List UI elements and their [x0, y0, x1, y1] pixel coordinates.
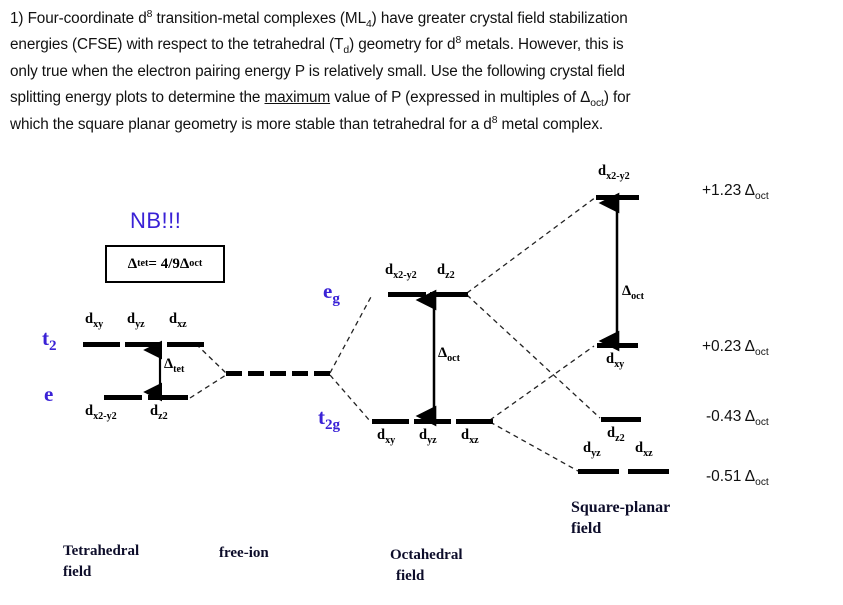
orbital-label-sp-dxy: dxy: [606, 351, 625, 370]
level-sp-dz2: [601, 417, 641, 422]
level-tet-t2-dxz: [167, 342, 204, 347]
delta-oct-label: Δoct: [437, 345, 462, 364]
orbital-label-tet-dxz: dxz: [169, 311, 187, 330]
orbital-label-sp-dx2y2: dx2-y2: [598, 163, 630, 182]
energy-annotation-dyz-dxz: -0.51 Δoct: [706, 468, 769, 489]
caption-free-ion: free-ion: [219, 545, 269, 561]
question-text: 1) Four-coordinate d8 transition-metal c…: [10, 6, 835, 138]
question-line-5: which the square planar geometry is more…: [10, 114, 604, 133]
level-oct-eg-dx2y2: [388, 292, 426, 297]
energy-annotation-dxy: +0.23 Δoct: [702, 338, 769, 359]
energy-annotation-dx2y2: +1.23 Δoct: [702, 182, 769, 203]
level-tet-t2-dyz: [125, 342, 162, 347]
level-sp-dxy: [597, 343, 638, 348]
question-line-2: energies (CFSE) with respect to the tetr…: [10, 35, 624, 57]
caption-tetrahedral-field: Tetrahedral field: [63, 543, 140, 580]
level-sp-dxz: [628, 469, 669, 474]
orbital-label-sp-dz2: dz2: [607, 425, 625, 444]
orbital-label-tet-dx2y2: dx2-y2: [85, 403, 117, 422]
nb-callout-label: NB!!!: [130, 208, 182, 233]
level-free-ion: [226, 371, 330, 376]
maximum-emphasis: maximum: [264, 89, 331, 107]
term-label-e: e: [44, 382, 54, 406]
delta-tet-label: Δtet: [163, 356, 186, 375]
level-oct-t2g-dxy: [372, 419, 409, 424]
orbital-label-tet-dz2: dz2: [150, 403, 168, 422]
question-line-4: splitting energy plots to determine the …: [10, 89, 631, 110]
level-sp-dx2y2: [596, 195, 639, 200]
orbital-label-tet-dyz: dyz: [127, 311, 145, 330]
delta-oct-label-square-planar: Δoct: [621, 283, 646, 302]
level-tet-t2-dxy: [83, 342, 120, 347]
level-oct-t2g-dxz: [456, 419, 493, 424]
term-label-eg: eg: [323, 279, 340, 308]
orbital-label-oct-dxy: dxy: [377, 427, 396, 446]
orbital-label-oct-dx2y2: dx2-y2: [385, 262, 417, 281]
level-oct-eg-dz2: [430, 292, 468, 297]
caption-octahedral-field: Octahedral field: [390, 547, 463, 584]
level-sp-dyz: [578, 469, 619, 474]
level-tet-e-dx2y2: [104, 395, 142, 400]
question-line-3: only true when the electron pairing ener…: [10, 62, 625, 80]
energy-annotation-dz2: -0.43 Δoct: [706, 408, 769, 429]
orbital-label-sp-dyz: dyz: [583, 440, 601, 459]
term-label-t2: t2: [42, 326, 57, 355]
orbital-label-oct-dyz: dyz: [419, 427, 437, 446]
orbital-label-tet-dxy: dxy: [85, 311, 104, 330]
orbital-label-oct-dz2: dz2: [437, 262, 455, 281]
level-oct-t2g-dyz: [414, 419, 451, 424]
level-tet-e-dz2: [148, 395, 188, 400]
orbital-label-oct-dxz: dxz: [461, 427, 479, 446]
orbital-label-sp-dxz: dxz: [635, 440, 653, 459]
question-line-1: 1) Four-coordinate d8 transition-metal c…: [10, 8, 628, 31]
question-number: 1): [10, 10, 24, 27]
caption-square-planar-field: Square-planar field: [571, 499, 671, 537]
term-label-t2g: t2g: [318, 405, 341, 434]
